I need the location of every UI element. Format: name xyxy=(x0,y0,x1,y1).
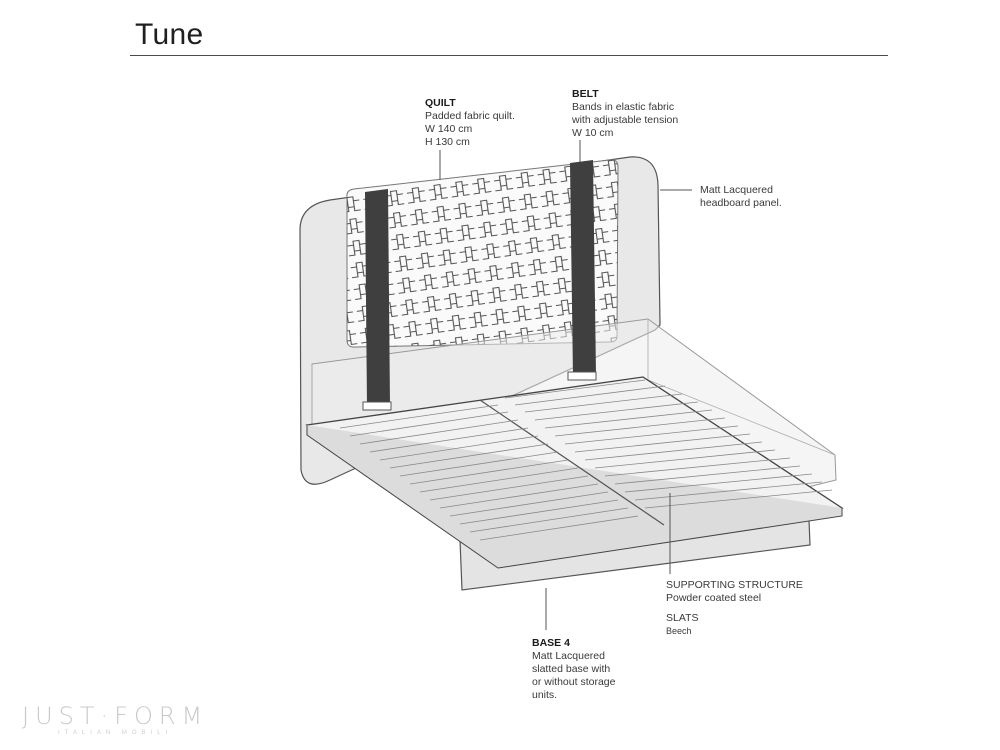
callout-quilt: QUILT Padded fabric quilt. W 140 cm H 13… xyxy=(425,97,515,148)
callout-slats: SLATS Beech xyxy=(666,612,699,636)
slatted-frame xyxy=(305,376,844,569)
title-divider xyxy=(130,55,888,56)
page-title: Tune xyxy=(135,18,204,51)
watermark-tagline: ITALIAN MOBILI xyxy=(58,730,173,736)
belt-left xyxy=(362,189,392,411)
watermark-logo: JUST·FORM xyxy=(22,702,209,730)
callout-belt: BELT Bands in elastic fabric with adjust… xyxy=(572,88,679,139)
callout-supporting-structure: SUPPORTING STRUCTURE Powder coated steel xyxy=(666,579,803,604)
callout-base: BASE 4 Matt Lacquered slatted base with … xyxy=(532,637,616,701)
callout-headboard: Matt Lacquered headboard panel. xyxy=(700,184,782,209)
belt-right xyxy=(567,160,597,381)
